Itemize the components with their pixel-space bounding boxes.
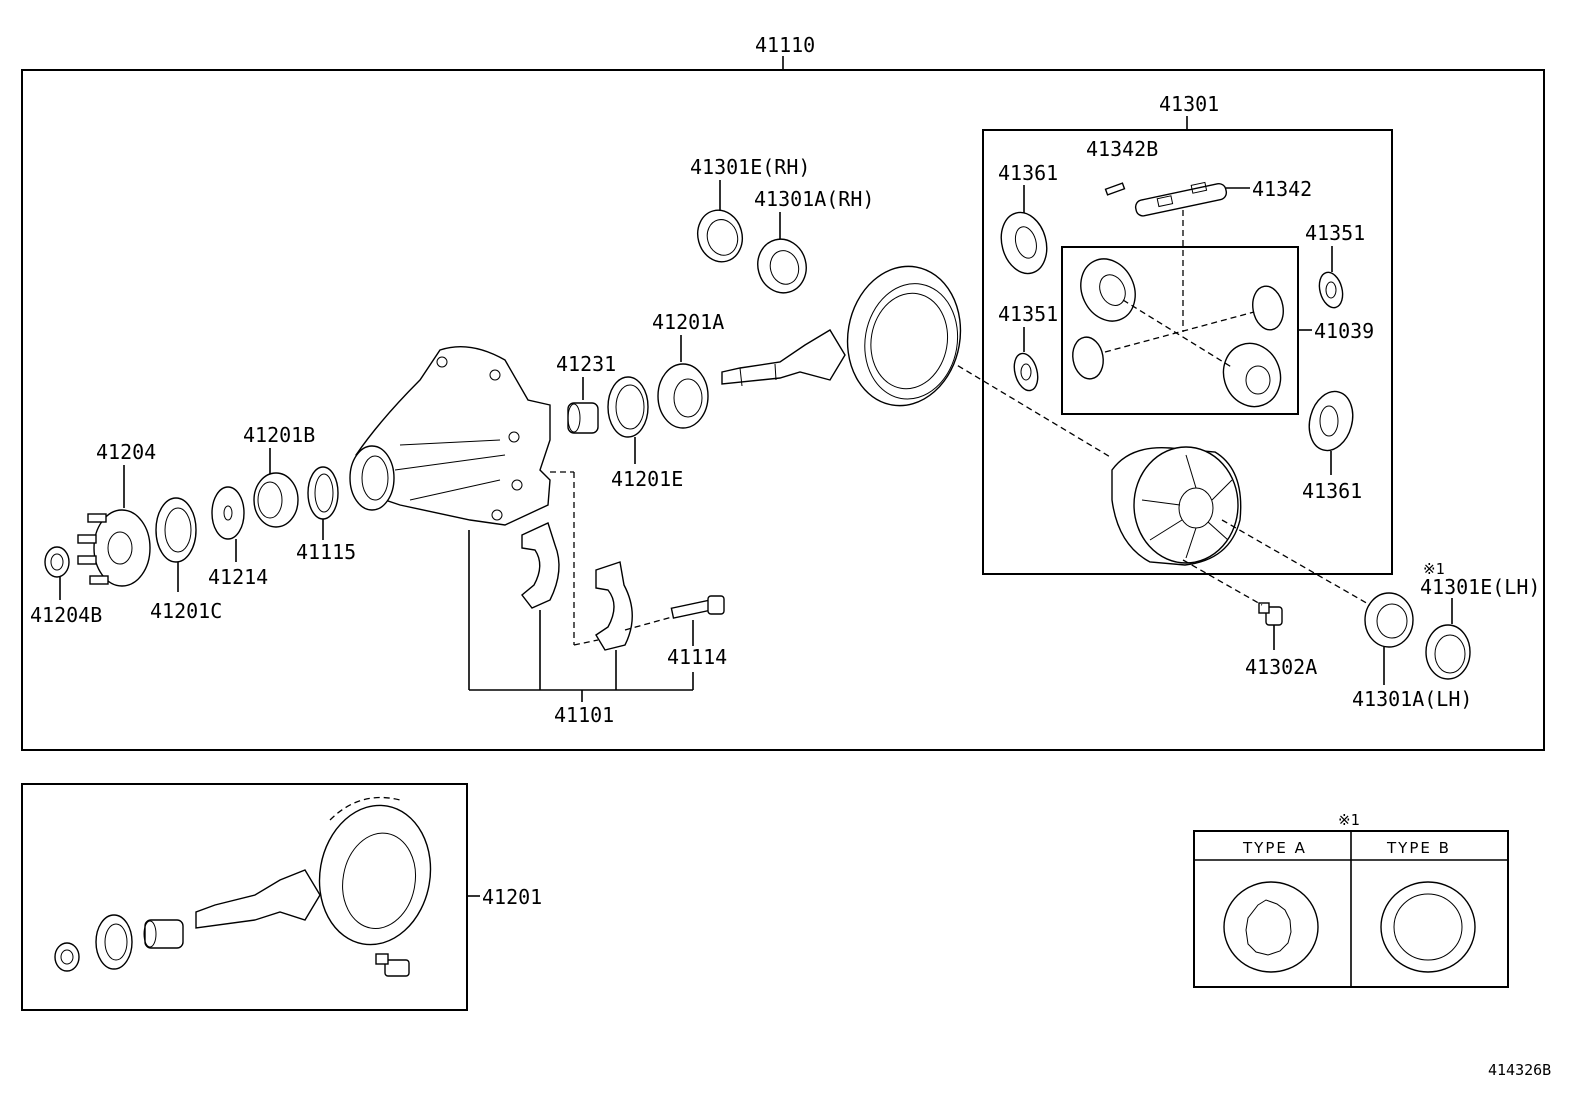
- label-41201E[interactable]: 41201E: [611, 467, 683, 491]
- ring-gear-set: [318, 796, 432, 946]
- thrust-washer-41351-right: [1318, 271, 1344, 309]
- label-41201C[interactable]: 41201C: [150, 599, 222, 623]
- label-41361-top[interactable]: 41361: [998, 161, 1058, 185]
- washer-41214: [211, 486, 245, 540]
- label-41301A-LH[interactable]: 41301A(LH): [1352, 687, 1472, 711]
- oil-seal-41201C: [155, 497, 197, 563]
- type-b-race-illustration: [1380, 881, 1476, 973]
- nut-set: [54, 942, 80, 972]
- side-gear-upper-left: [1080, 258, 1136, 322]
- race-41301E-LH: [1425, 624, 1471, 680]
- pin-41342B: [1104, 182, 1126, 196]
- side-gear-lower-right: [1222, 342, 1282, 408]
- label-41204B[interactable]: 41204B: [30, 603, 102, 627]
- differential-case: [1111, 446, 1242, 566]
- drawing-number: 414326B: [1488, 1061, 1551, 1079]
- race-41201E: [607, 376, 649, 438]
- label-41301E-LH[interactable]: 41301E(LH): [1420, 575, 1540, 599]
- race-41301E-RH: [697, 209, 743, 263]
- label-41115[interactable]: 41115: [296, 540, 356, 564]
- label-41204[interactable]: 41204: [96, 440, 156, 464]
- label-41342[interactable]: 41342: [1252, 177, 1312, 201]
- spacer-set: [143, 919, 184, 949]
- bearing-cap-lower: [595, 561, 633, 651]
- nut-41204B: [44, 546, 70, 578]
- oil-slinger-41115: [307, 466, 339, 520]
- pinion-shaft-41342: [1134, 181, 1228, 217]
- bearing-41201A: [657, 363, 709, 429]
- bearing-41301A-LH: [1364, 592, 1414, 648]
- note-mark-table: ※1: [1338, 811, 1360, 829]
- label-41201[interactable]: 41201: [482, 885, 542, 909]
- type-a-race-illustration: [1223, 881, 1319, 973]
- bearing-cap-upper: [521, 522, 560, 609]
- label-41351-right[interactable]: 41351: [1305, 221, 1365, 245]
- label-41231[interactable]: 41231: [556, 352, 616, 376]
- drive-pinion-main: [721, 329, 846, 387]
- spacer-41231: [567, 402, 599, 434]
- label-41301[interactable]: 41301: [1159, 92, 1219, 116]
- label-41342B[interactable]: 41342B: [1086, 137, 1158, 161]
- thrust-washer-41361-bottom: [1308, 390, 1354, 452]
- label-41201B[interactable]: 41201B: [243, 423, 315, 447]
- pinion-gear-left: [1072, 336, 1104, 380]
- bearing-41301A-RH: [757, 238, 807, 294]
- label-41101[interactable]: 41101: [554, 703, 614, 727]
- bolt-set: [375, 953, 410, 977]
- type-b-heading: TYPE B: [1386, 839, 1451, 857]
- drive-pinion-set: [195, 869, 321, 929]
- bolt-41114: [670, 595, 725, 619]
- label-41351-left[interactable]: 41351: [998, 302, 1058, 326]
- pinion-gear-right: [1252, 285, 1284, 331]
- label-41110[interactable]: 41110: [755, 33, 815, 57]
- label-41361-bottom[interactable]: 41361: [1302, 479, 1362, 503]
- label-41039[interactable]: 41039: [1314, 319, 1374, 343]
- note-mark-lh: ※1: [1423, 560, 1445, 578]
- bearing-41201B: [253, 472, 299, 528]
- thrust-washer-41351-left: [1013, 352, 1039, 392]
- label-41214[interactable]: 41214: [208, 565, 268, 589]
- ring-pinion-set-41201-frame: [21, 783, 468, 1011]
- companion-flange-41204: [77, 509, 151, 587]
- type-a-heading: TYPE A: [1242, 839, 1307, 857]
- label-41114[interactable]: 41114: [667, 645, 727, 669]
- oil-seal-set: [95, 914, 133, 970]
- label-41302A[interactable]: 41302A: [1245, 655, 1317, 679]
- label-41301E-RH[interactable]: 41301E(RH): [690, 155, 810, 179]
- bolt-41302A: [1258, 602, 1283, 626]
- carrier-housing: [349, 345, 551, 526]
- label-41201A[interactable]: 41201A: [652, 310, 724, 334]
- thrust-washer-41361-top: [1000, 211, 1048, 275]
- label-41301A-RH[interactable]: 41301A(RH): [754, 187, 874, 211]
- ring-gear-main: [846, 265, 962, 407]
